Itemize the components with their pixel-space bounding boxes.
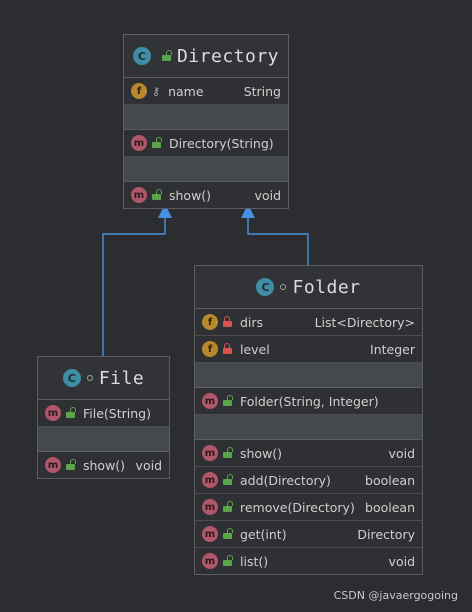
class-name: Folder <box>292 276 361 298</box>
method-row[interactable]: m add(Directory) boolean <box>195 467 422 494</box>
private-icon <box>223 342 232 354</box>
class-header: C File <box>38 357 169 400</box>
class-icon: C <box>62 369 81 387</box>
public-icon <box>66 458 76 470</box>
field-icon: f <box>131 83 147 99</box>
empty-section <box>124 105 288 130</box>
method-row[interactable]: m show() void <box>124 182 288 208</box>
public-icon <box>152 188 162 200</box>
class-name: File <box>98 367 145 389</box>
constructor-row[interactable]: m File(String) <box>38 400 169 427</box>
arrowhead-folder <box>241 204 255 218</box>
method-icon: m <box>45 405 61 421</box>
method-icon: m <box>202 526 218 542</box>
class-folder[interactable]: C Folder f dirs List<Directory> f level … <box>194 265 423 575</box>
public-icon <box>152 136 162 148</box>
class-file[interactable]: C File m File(String) m show() void <box>37 356 170 479</box>
field-row[interactable]: f ⚷ name String <box>124 78 288 105</box>
method-icon: m <box>202 393 218 409</box>
public-icon <box>223 446 233 458</box>
public-icon <box>223 527 233 539</box>
edge-file-to-directory <box>102 217 166 356</box>
class-name: Directory <box>176 45 280 67</box>
method-icon: m <box>131 135 147 151</box>
field-row[interactable]: f dirs List<Directory> <box>195 309 422 336</box>
method-icon: m <box>202 445 218 461</box>
key-icon: ⚷ <box>152 84 161 98</box>
method-icon: m <box>131 187 147 203</box>
public-icon <box>223 500 233 512</box>
class-icon: C <box>256 278 275 296</box>
constructor-row[interactable]: m Directory(String) <box>124 130 288 157</box>
method-row[interactable]: m remove(Directory) boolean <box>195 494 422 521</box>
package-visibility-icon <box>86 375 93 381</box>
empty-section <box>195 415 422 440</box>
field-icon: f <box>202 341 218 357</box>
class-icon: C <box>132 47 151 65</box>
method-icon: m <box>202 553 218 569</box>
watermark: CSDN @javaergogoing <box>333 589 458 602</box>
public-icon <box>66 406 76 418</box>
method-row[interactable]: m show() void <box>38 452 169 478</box>
edge-folder-to-directory <box>247 217 309 265</box>
empty-section <box>124 157 288 182</box>
private-icon <box>223 315 232 327</box>
field-row[interactable]: f level Integer <box>195 336 422 363</box>
method-row[interactable]: m show() void <box>195 440 422 467</box>
public-icon <box>223 394 233 406</box>
package-visibility-icon <box>280 284 287 290</box>
empty-section <box>38 427 169 452</box>
arrowhead-file <box>158 204 172 218</box>
class-header: C Directory <box>124 35 288 78</box>
method-row[interactable]: m get(int) Directory <box>195 521 422 548</box>
method-row[interactable]: m list() void <box>195 548 422 574</box>
empty-section <box>195 363 422 388</box>
field-icon: f <box>202 314 218 330</box>
constructor-row[interactable]: m Folder(String, Integer) <box>195 388 422 415</box>
method-icon: m <box>202 472 218 488</box>
class-header: C Folder <box>195 266 422 309</box>
method-icon: m <box>202 499 218 515</box>
method-icon: m <box>45 457 61 473</box>
class-directory[interactable]: C Directory f ⚷ name String m Directory(… <box>123 34 289 209</box>
public-icon <box>223 554 233 566</box>
public-icon <box>161 49 172 61</box>
public-icon <box>223 473 233 485</box>
